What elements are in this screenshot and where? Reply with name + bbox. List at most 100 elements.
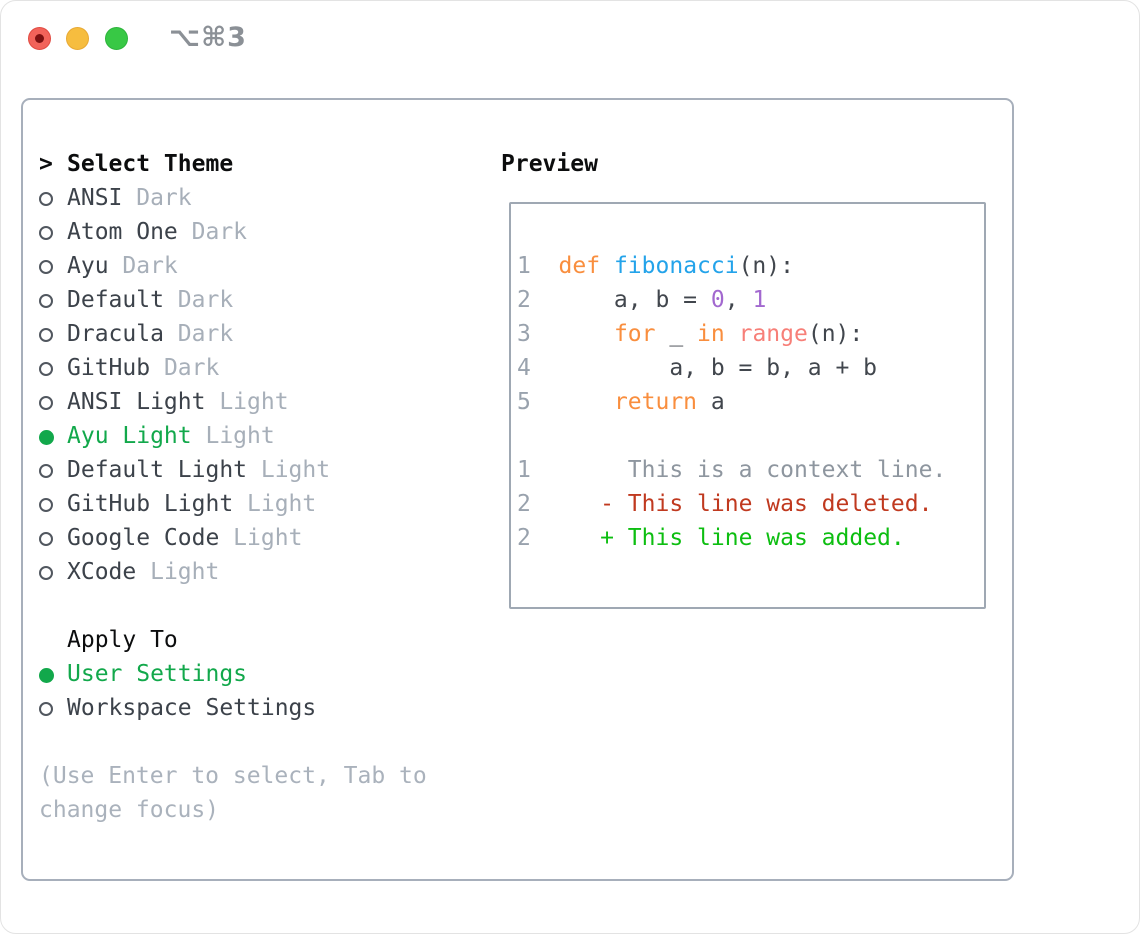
code-line: 2 - This line was deleted. bbox=[517, 487, 984, 521]
titlebar: ⌥⌘3 bbox=[1, 1, 1139, 75]
radio-circle-icon bbox=[39, 566, 53, 580]
theme-name: Atom One bbox=[67, 219, 178, 245]
spacer bbox=[39, 589, 489, 623]
radio-icon bbox=[39, 487, 67, 521]
theme-option[interactable]: Google Code Light bbox=[39, 521, 489, 555]
theme-variant-tag: Dark bbox=[108, 253, 178, 279]
radio-selected-icon bbox=[39, 657, 67, 691]
theme-name: Default Light bbox=[67, 457, 248, 483]
theme-name: GitHub Light bbox=[67, 491, 234, 517]
radio-icon bbox=[39, 521, 67, 555]
theme-variant-tag: Dark bbox=[177, 219, 248, 245]
radio-icon bbox=[39, 283, 67, 317]
code-segment-kw: in bbox=[697, 321, 725, 347]
minimize-button[interactable] bbox=[66, 27, 89, 50]
apply-to-header: Apply To bbox=[39, 623, 489, 657]
theme-option[interactable]: Ayu Dark bbox=[39, 249, 489, 283]
radio-circle-icon bbox=[39, 362, 53, 376]
cursor-icon: > bbox=[39, 151, 53, 177]
theme-name: XCode bbox=[67, 559, 137, 585]
zoom-button[interactable] bbox=[105, 27, 128, 50]
theme-variant-tag: Light bbox=[205, 389, 289, 415]
radio-icon bbox=[39, 351, 67, 385]
code-segment-ctx: This is a context line. bbox=[530, 457, 947, 483]
radio-circle-icon bbox=[39, 294, 53, 308]
theme-option[interactable]: ANSI Light Light bbox=[39, 385, 489, 419]
code-segment-num: 3 bbox=[517, 321, 559, 347]
theme-option[interactable]: Default Dark bbox=[39, 283, 489, 317]
code-segment-fg: a bbox=[697, 389, 725, 415]
theme-option[interactable]: XCode Light bbox=[39, 555, 489, 589]
close-button[interactable] bbox=[28, 27, 51, 50]
code-segment-fg bbox=[600, 253, 614, 279]
theme-variant-tag: Dark bbox=[163, 321, 234, 347]
radio-icon bbox=[39, 181, 67, 215]
radio-circle-icon bbox=[39, 328, 53, 342]
code-line: 1 This is a context line. bbox=[517, 453, 984, 487]
theme-variant-tag: Light bbox=[219, 525, 303, 551]
radio-icon bbox=[39, 215, 67, 249]
radio-circle-icon bbox=[39, 702, 53, 716]
theme-option[interactable]: ANSI Dark bbox=[39, 181, 489, 215]
code-line: 2 a, b = 0, 1 bbox=[517, 283, 984, 317]
code-segment-kw: def bbox=[558, 253, 601, 279]
code-segment-fg: (n): bbox=[738, 253, 794, 279]
code-segment-fg bbox=[559, 321, 614, 347]
theme-name: Google Code bbox=[67, 525, 220, 551]
code-segment-fg bbox=[559, 389, 614, 415]
code-line: 4 a, b = b, a + b bbox=[517, 351, 984, 385]
theme-name: Ayu Light bbox=[67, 423, 192, 449]
code-segment-add: + This line was added. bbox=[600, 525, 905, 551]
radio-icon bbox=[39, 453, 67, 487]
theme-option[interactable]: Dracula Dark bbox=[39, 317, 489, 351]
code-segment-num: 1 bbox=[517, 457, 531, 483]
code-segment-fg bbox=[531, 525, 600, 551]
radio-circle-icon bbox=[39, 464, 53, 478]
apply-to-option[interactable]: Workspace Settings bbox=[39, 691, 489, 725]
help-text-line: change focus) bbox=[39, 797, 220, 823]
code-segment-num: 2 bbox=[517, 525, 531, 551]
theme-variant-tag: Light bbox=[136, 559, 220, 585]
radio-circle-icon bbox=[39, 498, 53, 512]
theme-option[interactable]: Atom One Dark bbox=[39, 215, 489, 249]
theme-option[interactable]: GitHub Light Light bbox=[39, 487, 489, 521]
radio-circle-icon bbox=[39, 396, 53, 410]
code-segment-call: range bbox=[738, 321, 808, 347]
theme-option[interactable]: GitHub Dark bbox=[39, 351, 489, 385]
theme-name: Ayu bbox=[67, 253, 109, 279]
code-segment-num: 4 bbox=[517, 355, 559, 381]
help-text-line: (Use Enter to select, Tab to bbox=[39, 763, 427, 789]
apply-to-title: Apply To bbox=[67, 627, 178, 653]
code-line: 1 def fibonacci(n): bbox=[517, 249, 984, 283]
code-line: 3 for _ in range(n): bbox=[517, 317, 984, 351]
code-segment-num: 1 bbox=[517, 253, 559, 279]
select-theme-header: >Select Theme bbox=[39, 147, 489, 181]
radio-circle-icon bbox=[39, 668, 54, 683]
theme-variant-tag: Light bbox=[247, 457, 331, 483]
help-text: (Use Enter to select, Tab to change focus… bbox=[39, 759, 489, 827]
close-button-dot-icon bbox=[35, 34, 44, 43]
theme-variant-tag: Dark bbox=[122, 185, 192, 211]
theme-option[interactable]: Default Light Light bbox=[39, 453, 489, 487]
radio-circle-icon bbox=[39, 226, 53, 240]
code-segment-fn: fibonacci bbox=[613, 253, 739, 279]
theme-option[interactable]: Ayu Light Light bbox=[39, 419, 489, 453]
radio-circle-icon bbox=[39, 430, 54, 445]
radio-icon bbox=[39, 691, 67, 725]
code-segment-kw: for bbox=[613, 321, 656, 347]
theme-name: Dracula bbox=[67, 321, 164, 347]
code-segment-fg: a, b = bbox=[558, 287, 711, 313]
code-segment-num: 5 bbox=[517, 389, 559, 415]
code-line bbox=[517, 419, 984, 453]
apply-to-option[interactable]: User Settings bbox=[39, 657, 489, 691]
radio-circle-icon bbox=[39, 532, 53, 546]
theme-variant-tag: Light bbox=[191, 423, 275, 449]
code-segment-lit: 1 bbox=[752, 287, 767, 313]
